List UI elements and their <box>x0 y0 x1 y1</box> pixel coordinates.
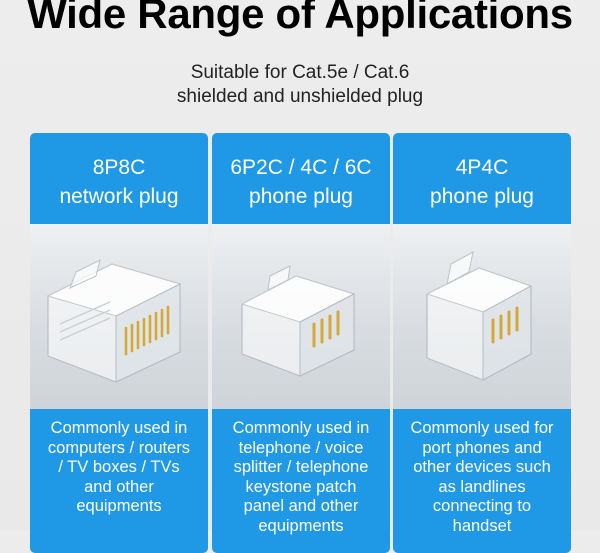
desc-line: / TV boxes / TVs <box>58 458 180 476</box>
rj45-plug-image <box>30 224 208 409</box>
page-title: Wide Range of Applications <box>27 0 573 37</box>
card-title-line-1: 8P8C <box>92 156 146 179</box>
handset-plug-icon <box>425 251 533 381</box>
phone-plug-icon <box>240 265 356 377</box>
desc-line: Commonly used in <box>50 419 188 437</box>
desc-line: and other <box>84 477 154 496</box>
desc-line: Commonly used in <box>232 419 370 437</box>
desc-line: Commonly used for <box>410 419 554 437</box>
desc-line: equipments <box>76 497 162 515</box>
card-title-line-2: phone plug <box>430 185 534 208</box>
desc-line: splitter / telephone <box>233 458 369 476</box>
card-description: Commonly used in telephone / voice split… <box>218 419 384 536</box>
subtitle-line-1: Suitable for Cat.5e / Cat.6 <box>190 62 410 83</box>
desc-line: other devices such <box>413 458 551 476</box>
rj45-plug-icon <box>46 259 182 383</box>
desc-line: telephone / voice <box>238 438 364 457</box>
card-6p2c: 6P2C / 4C / 6C phone plug Commonly used … <box>212 133 390 553</box>
card-title-line-1: 6P2C / 4C / 6C <box>230 156 372 179</box>
card-title: 4P4C phone plug <box>393 153 571 211</box>
card-title: 8P8C network plug <box>30 153 208 211</box>
card-description: Commonly used for port phones and other … <box>399 419 565 536</box>
card-description: Commonly used in computers / routers / T… <box>36 419 202 517</box>
desc-line: handset <box>452 516 512 535</box>
desc-line: keystone patch <box>245 477 357 496</box>
desc-line: equipments <box>258 516 344 535</box>
desc-line: computers / routers <box>47 438 191 457</box>
rj9-4p4c-plug-image <box>393 224 571 409</box>
desc-line: as landlines <box>438 477 526 496</box>
card-title-line-2: network plug <box>59 185 179 208</box>
rj11-6p2c-plug-image <box>212 224 390 409</box>
desc-line: panel and other <box>243 497 359 515</box>
desc-line: port phones and <box>422 438 542 457</box>
card-title-line-1: 4P4C <box>455 156 509 179</box>
card-8p8c: 8P8C network plug <box>30 133 208 553</box>
card-title: 6P2C / 4C / 6C phone plug <box>212 153 390 211</box>
desc-line: connecting to <box>432 497 532 515</box>
subtitle-line-2: shielded and unshielded plug <box>176 86 424 107</box>
card-4p4c: 4P4C phone plug Commonly used for port p… <box>393 133 571 553</box>
card-title-line-2: phone plug <box>249 185 353 208</box>
